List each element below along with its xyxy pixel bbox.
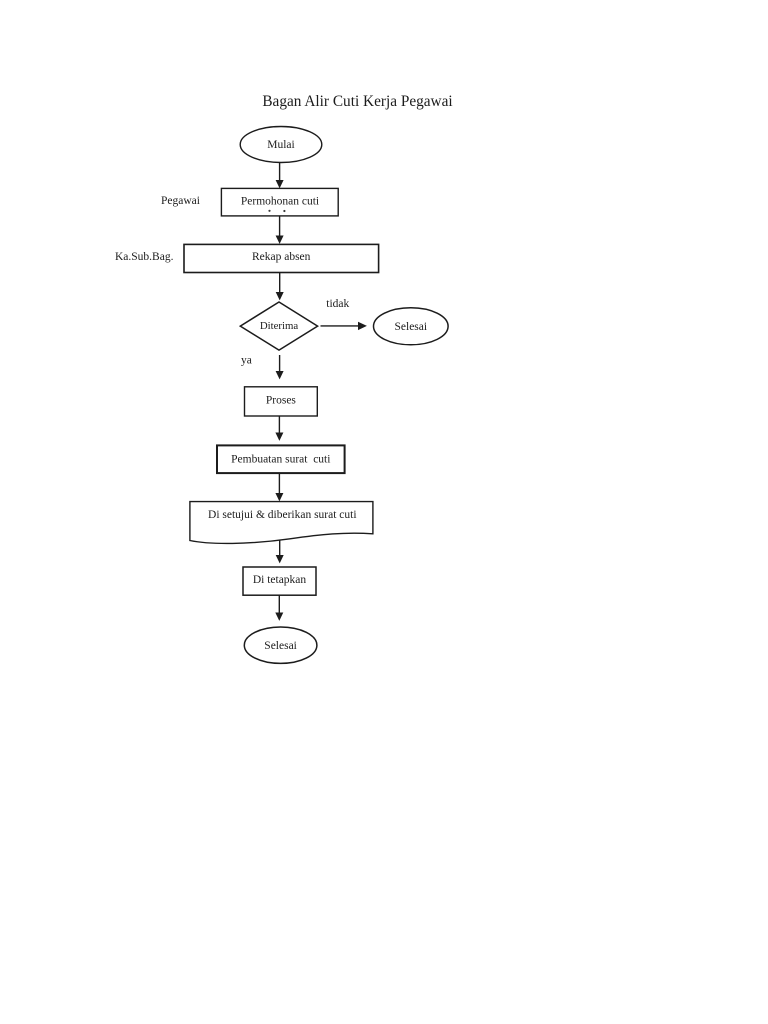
svg-text:Diterima: Diterima: [260, 320, 299, 332]
svg-text:ya: ya: [241, 355, 252, 367]
svg-text:Permohonan cuti: Permohonan cuti: [241, 195, 319, 207]
svg-text:Ka.Sub.Bag.: Ka.Sub.Bag.: [115, 251, 174, 263]
svg-text:Pembuatan surat cuti: Pembuatan surat cuti: [231, 454, 330, 466]
svg-text:Selesai: Selesai: [264, 640, 297, 652]
svg-text:Proses: Proses: [266, 395, 297, 407]
svg-text:Mulai: Mulai: [267, 139, 294, 151]
svg-text:Pegawai: Pegawai: [161, 195, 200, 207]
svg-text:Selesai: Selesai: [395, 321, 428, 333]
svg-text:Di tetapkan: Di tetapkan: [253, 574, 307, 586]
svg-text:tidak: tidak: [326, 298, 349, 310]
svg-text:Rekap absen: Rekap absen: [252, 251, 311, 263]
svg-text:Bagan Alir Cuti Kerja Pegawai: Bagan Alir Cuti Kerja Pegawai: [262, 93, 452, 110]
svg-text:Di setujui & diberikan surat c: Di setujui & diberikan surat cuti: [208, 509, 357, 521]
